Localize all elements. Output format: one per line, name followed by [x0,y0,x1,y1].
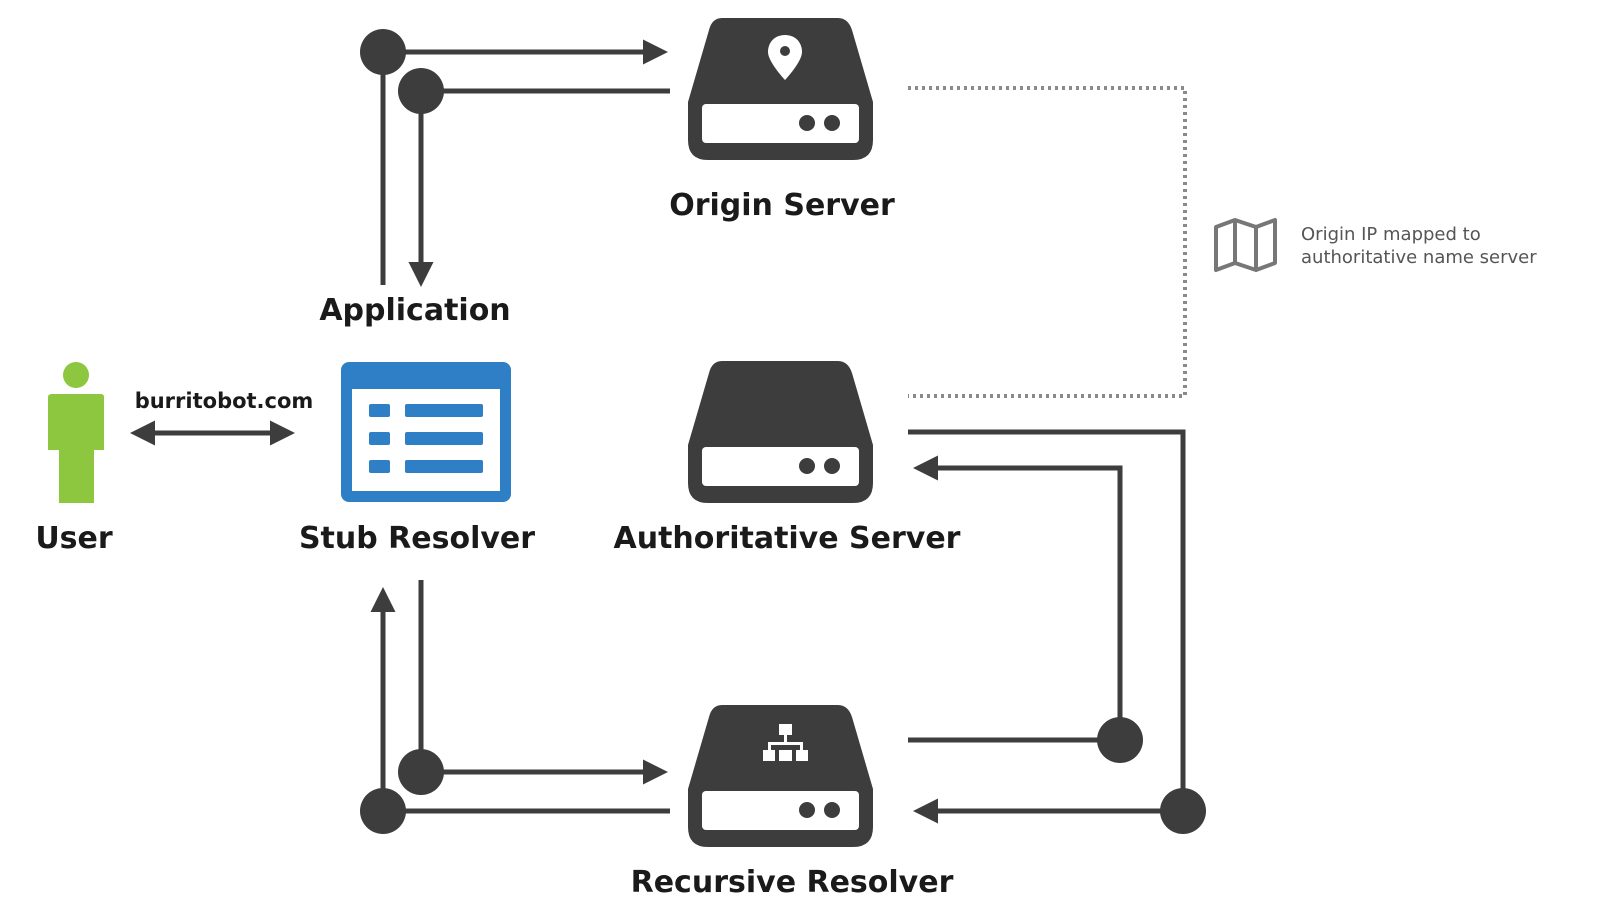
recursive-resolver-icon [688,705,873,847]
map-icon [1214,218,1277,272]
stub-recursive-connectors [360,580,670,834]
user-icon [48,362,104,503]
authoritative-server-label: Authoritative Server [614,521,961,556]
application-label: Application [319,293,510,328]
location-pin-icon [768,35,802,80]
origin-mapping-dotted-line [908,86,1187,398]
hierarchy-icon [763,724,808,761]
stub-resolver-label: Stub Resolver [299,521,535,556]
application-origin-connectors [360,29,670,287]
recursive-resolver-label: Recursive Resolver [631,865,954,900]
mapping-note-line1: Origin IP mapped to [1301,224,1481,245]
origin-server-label: Origin Server [669,188,895,223]
origin-server-icon [688,18,873,160]
user-label: User [35,521,113,556]
recursive-authoritative-connectors [908,429,1206,834]
domain-label: burritobot.com [135,389,314,413]
stub-resolver-icon [341,362,511,502]
authoritative-server-icon [688,361,873,503]
mapping-note-line2: authoritative name server [1301,247,1537,268]
